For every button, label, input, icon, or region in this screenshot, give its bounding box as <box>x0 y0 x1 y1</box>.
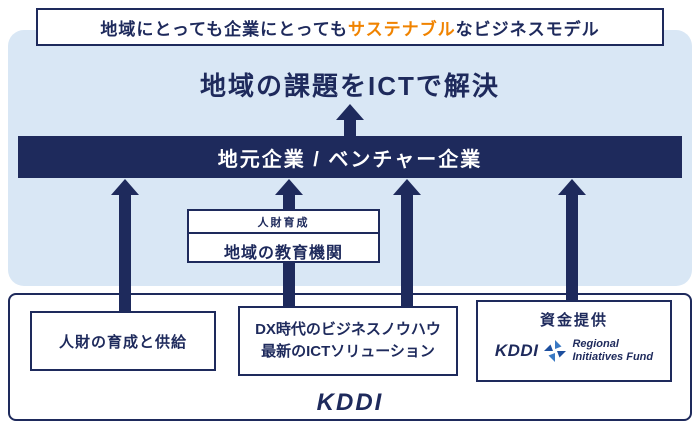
arrow-head <box>393 179 421 195</box>
arrow-shaft <box>566 193 578 300</box>
knowhow-line2: 最新のICTソリューション <box>261 343 435 360</box>
fund-name: Regional Initiatives Fund <box>572 338 653 363</box>
education-divider <box>189 232 378 234</box>
fund-kddi-wordmark: KDDI <box>494 340 539 360</box>
knowhow-box: DX時代のビジネスノウハウ 最新のICTソリューション <box>238 306 458 376</box>
talent-box: 人財の育成と供給 <box>30 311 216 371</box>
fund-logo-row: KDDI Regional Initiatives Fund <box>495 338 653 363</box>
fund-box: 資金提供 KDDI Regional Initiatives Fund <box>476 300 672 382</box>
fund-name-line2: Initiatives Fund <box>572 350 654 363</box>
arrow-head <box>111 179 139 195</box>
banner-box: 地域にとっても企業にとってもサステナブルなビジネスモデル <box>36 8 664 46</box>
arrow-head <box>275 179 303 195</box>
talent-box-label: 人財の育成と供給 <box>58 333 187 351</box>
fund-logo-icon <box>544 339 567 362</box>
fund-name-line1: Regional <box>572 338 619 350</box>
arrow-shaft <box>344 118 356 136</box>
arrow-talent-to-bar <box>111 179 139 311</box>
arrow-shaft <box>401 193 413 306</box>
arrow-head <box>558 179 586 195</box>
arrow-shaft <box>119 193 131 311</box>
arrow-knowhow-to-bar <box>393 179 421 306</box>
local-company-bar: 地元企業 / ベンチャー企業 <box>18 136 682 178</box>
education-caption: 人財育成 <box>257 217 310 229</box>
knowhow-line1: DX時代のビジネスノウハウ <box>255 320 441 338</box>
fund-box-title: 資金提供 <box>539 312 608 329</box>
education-box: 人財育成 地域の教育機関 <box>187 209 380 263</box>
banner-text-pre: 地域にとっても企業にとっても <box>100 19 348 39</box>
arrow-head <box>336 104 364 120</box>
arrow-bar-to-title <box>336 104 364 136</box>
kddi-logo: KDDI <box>316 389 384 416</box>
banner-text-highlight: サステナブル <box>347 19 456 39</box>
panel-title: 地域の課題をICTで解決 <box>200 71 500 101</box>
arrow-fund-to-bar <box>558 179 586 300</box>
education-name: 地域の教育機関 <box>223 245 343 262</box>
banner-text-post: なビジネスモデル <box>455 19 600 39</box>
